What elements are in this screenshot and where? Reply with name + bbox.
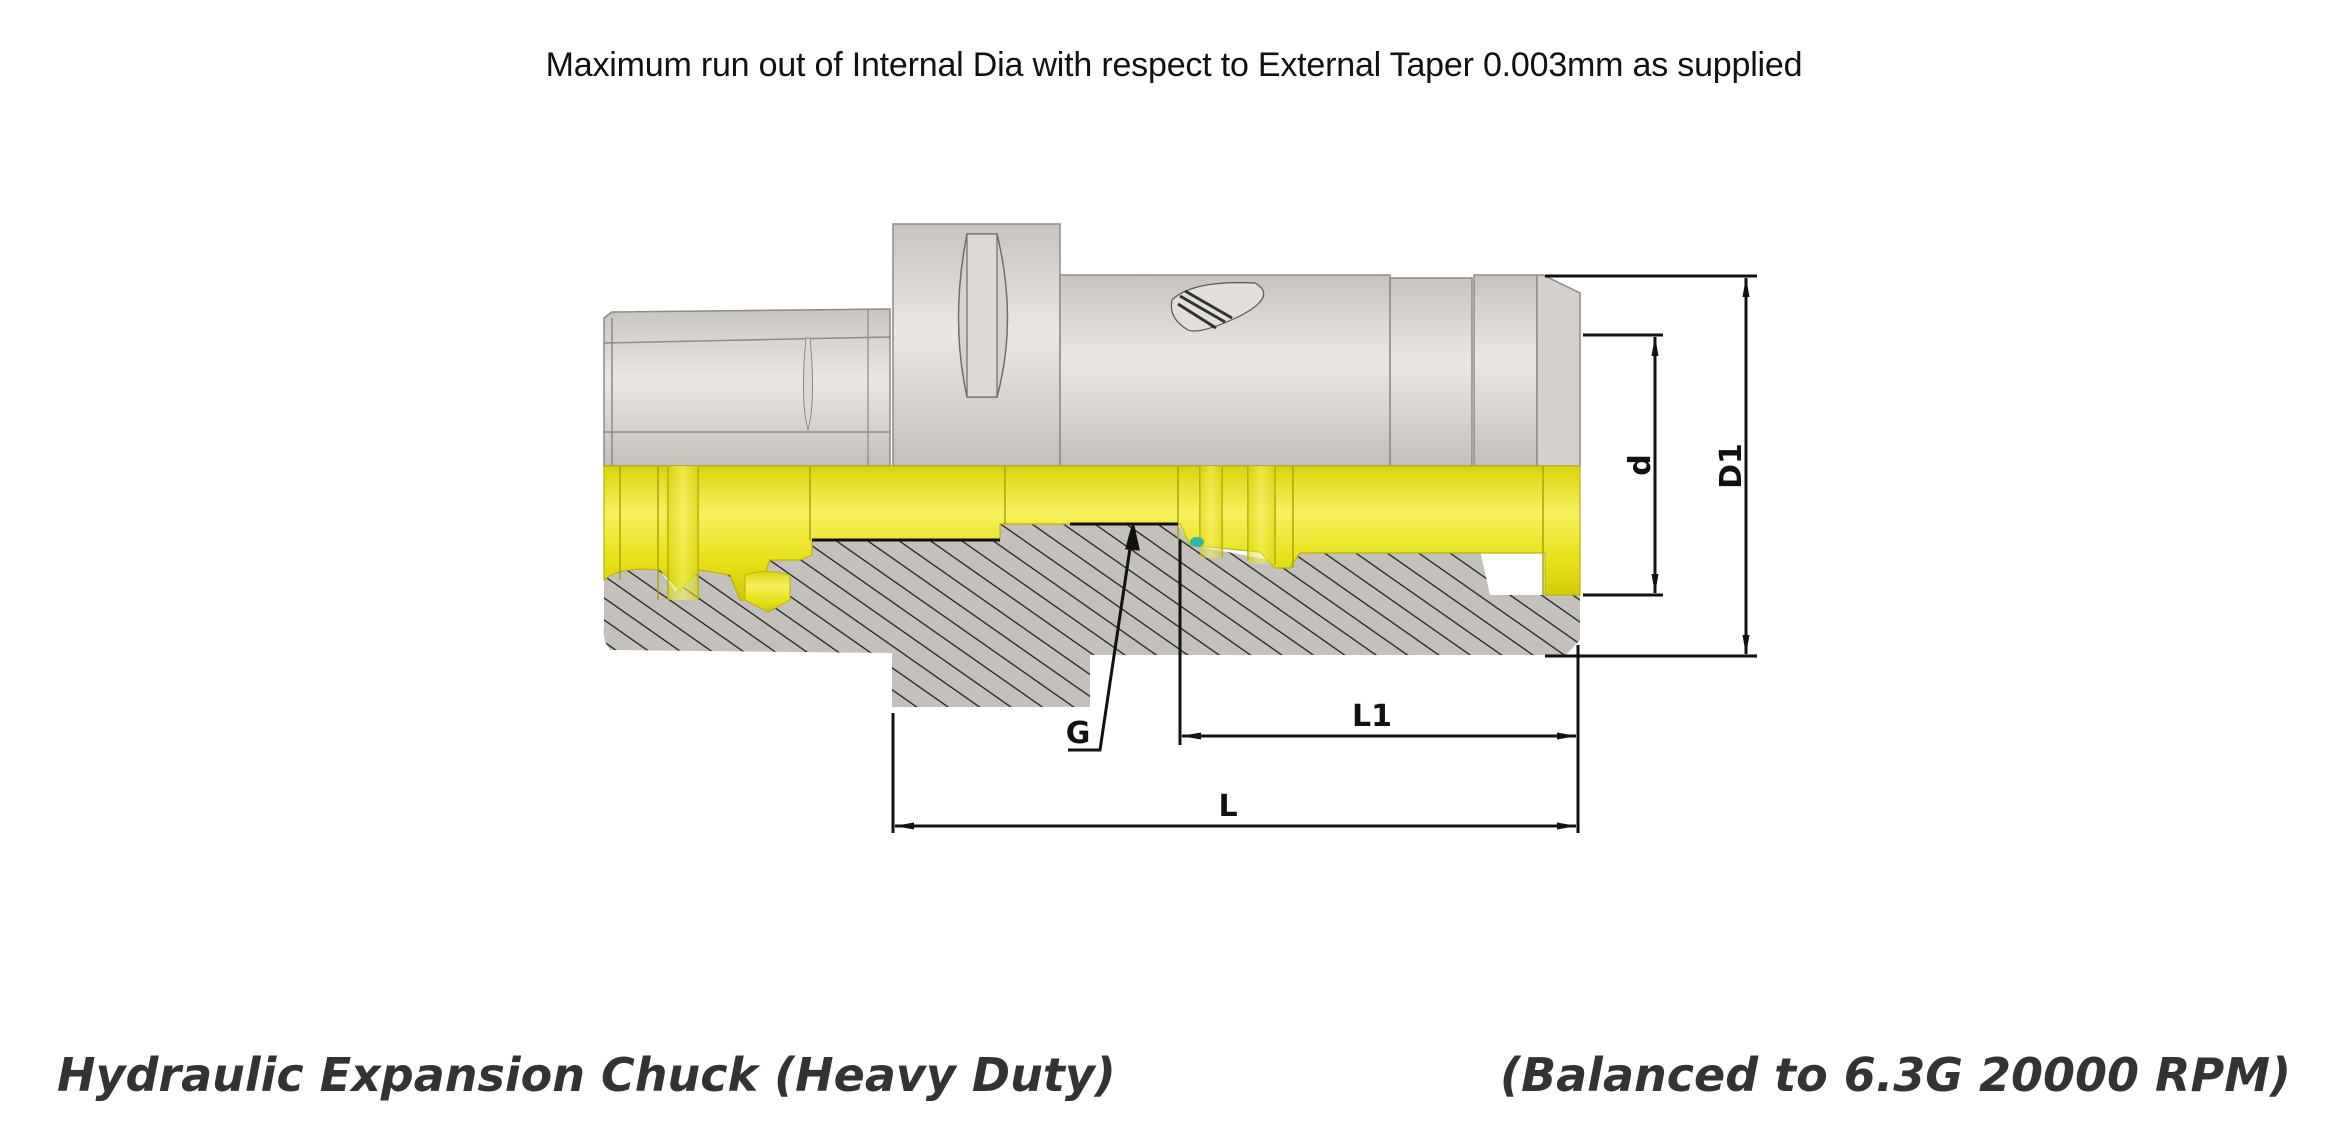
dim-label-d: d: [1623, 454, 1658, 475]
dim-label-G: G: [1066, 716, 1091, 751]
external-view: [603, 223, 1581, 467]
dimension-annotations: [891, 274, 1757, 833]
taper-shank: [603, 308, 891, 467]
seal-oring: [1190, 537, 1204, 547]
nose: [1536, 274, 1581, 467]
dim-label-D1: D1: [1714, 443, 1749, 489]
section-view: [603, 465, 1581, 707]
dim-label-L: L: [1218, 789, 1237, 824]
product-title: Hydraulic Expansion Chuck (Heavy Duty): [57, 1048, 1116, 1102]
runout-note: Maximum run out of Internal Dia with res…: [545, 46, 1803, 84]
dim-G-leader: [1068, 527, 1135, 752]
dim-label-L1: L1: [1352, 699, 1392, 734]
piston-plug: [744, 571, 791, 613]
hatched-body-section: [603, 524, 1580, 707]
balance-spec: (Balanced to 6.3G 20000 RPM): [1500, 1048, 2291, 1102]
